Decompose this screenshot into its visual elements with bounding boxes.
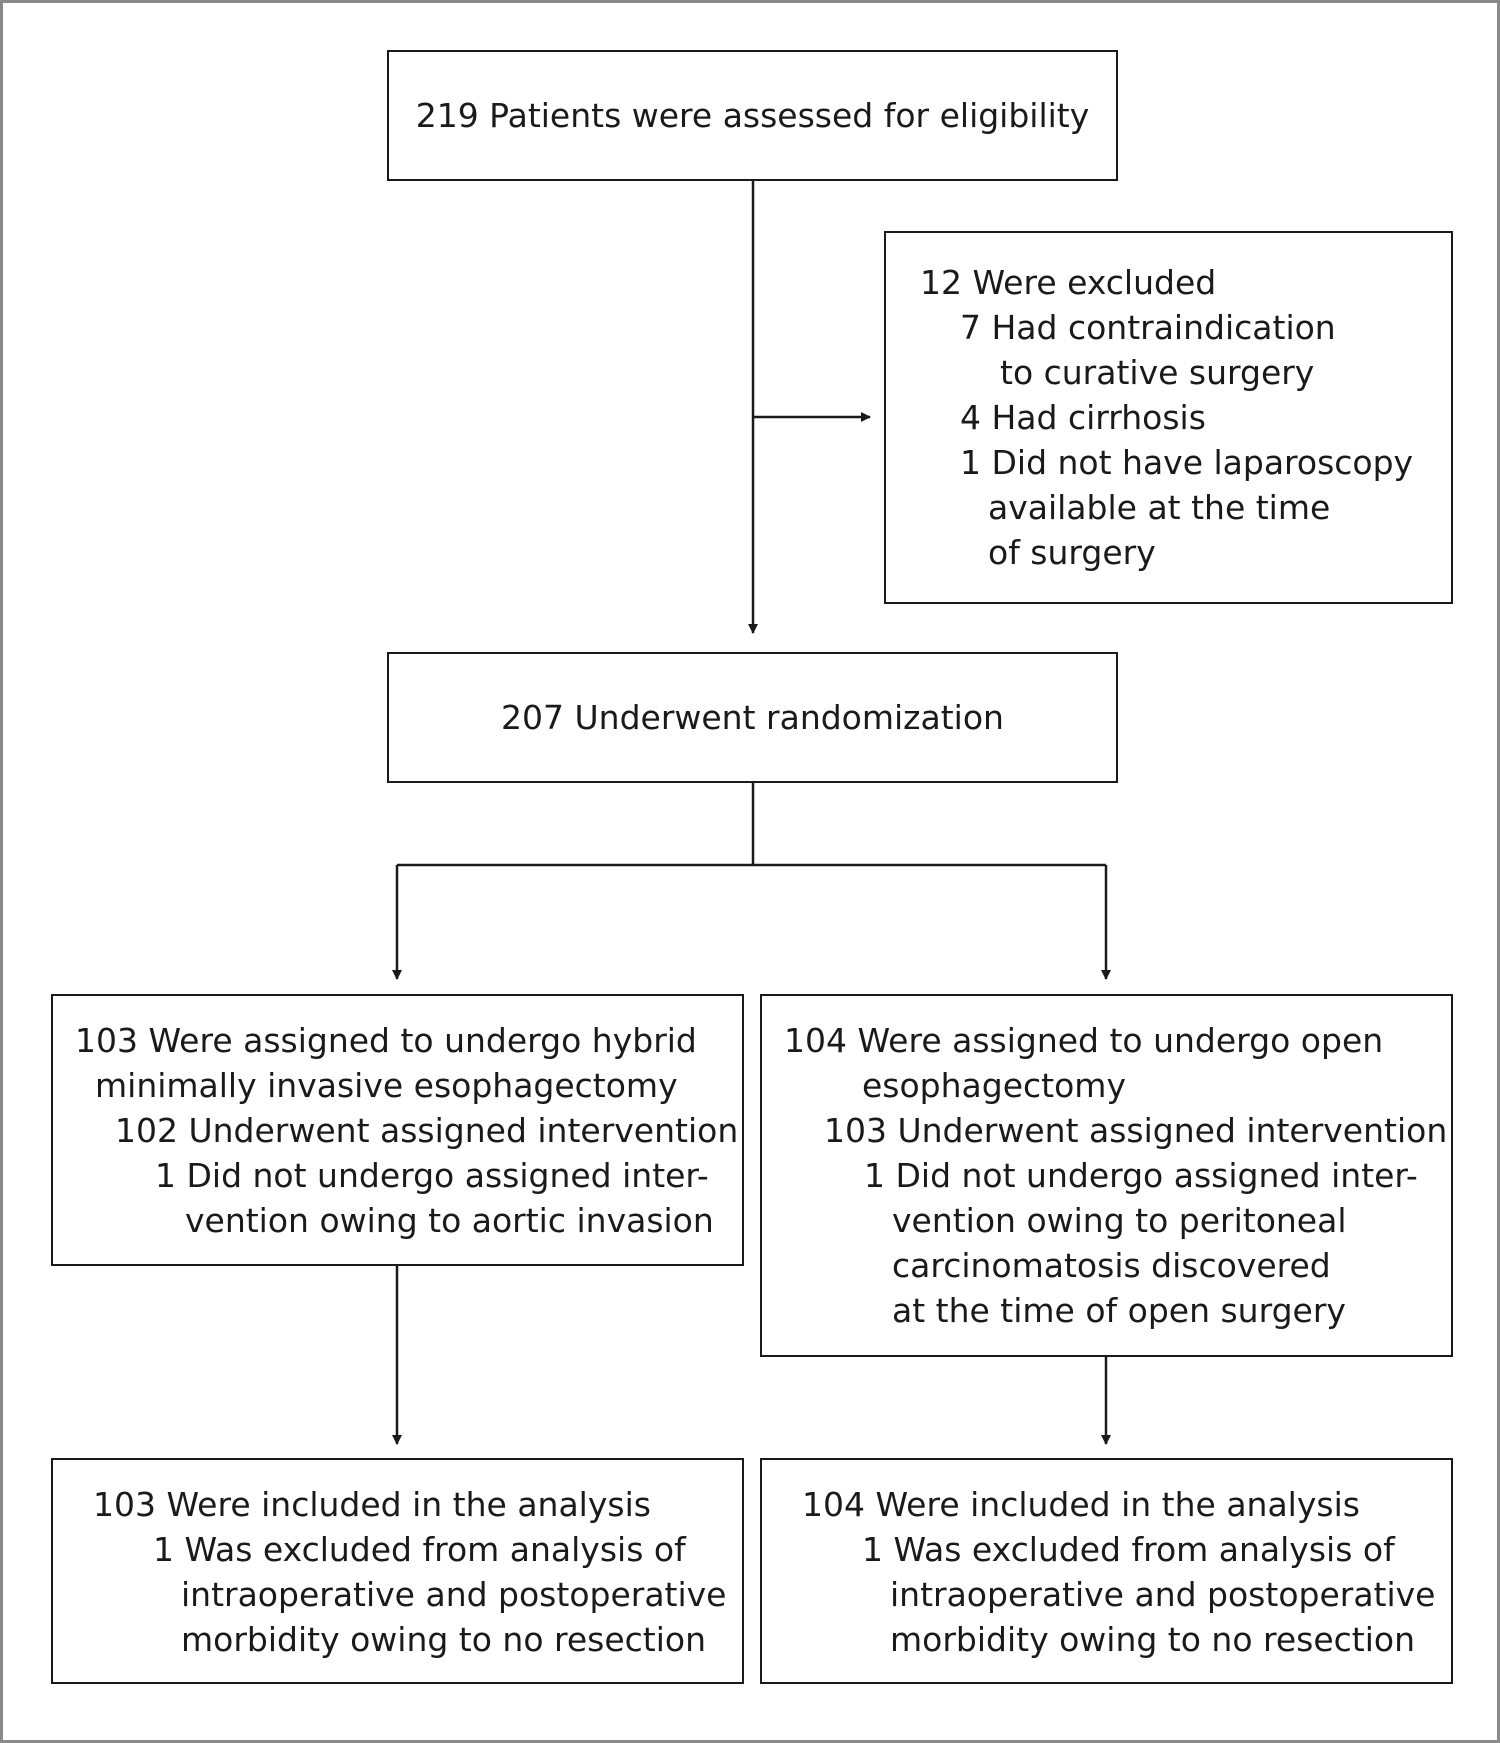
hybrid-assigned-box: 103 Were assigned to undergo hybrid mini… (51, 994, 744, 1266)
open-assigned-box: 104 Were assigned to undergo open esopha… (760, 994, 1453, 1357)
open-analysis-line: 104 Were included in the analysis (802, 1485, 1360, 1524)
open-analysis-line: intraoperative and postoperative (890, 1575, 1436, 1614)
open-assigned-line: vention owing to peritoneal (892, 1201, 1347, 1240)
hybrid-assigned-line: minimally invasive esophagectomy (95, 1066, 678, 1105)
excluded-reason: available at the time (988, 488, 1331, 527)
open-assigned-line: 104 Were assigned to undergo open (784, 1021, 1384, 1060)
hybrid-analysis-line: intraoperative and postoperative (181, 1575, 727, 1614)
excluded-heading: 12 Were excluded (920, 263, 1217, 302)
hybrid-analysis-line: 1 Was excluded from analysis of (153, 1530, 686, 1569)
open-assigned-line: esophagectomy (862, 1066, 1126, 1105)
excluded-reason: of surgery (988, 533, 1156, 572)
excluded-reason: 4 Had cirrhosis (960, 398, 1206, 437)
hybrid-analysis-line: morbidity owing to no resection (181, 1620, 707, 1659)
hybrid-assigned-line: 102 Underwent assigned intervention (115, 1111, 739, 1150)
assessed-box: 219 Patients were assessed for eligibili… (387, 50, 1118, 181)
randomized-text: 207 Underwent randomization (501, 698, 1004, 737)
hybrid-assigned-line: 1 Did not undergo assigned inter- (155, 1156, 709, 1195)
hybrid-analysis-box: 103 Were included in the analysis 1 Was … (51, 1458, 744, 1684)
excluded-reason: 1 Did not have laparoscopy (960, 443, 1414, 482)
open-analysis-box: 104 Were included in the analysis 1 Was … (760, 1458, 1453, 1684)
line-randomized-split (397, 783, 1106, 867)
open-assigned-line: carcinomatosis discovered (892, 1246, 1331, 1285)
open-assigned-line: 1 Did not undergo assigned inter- (864, 1156, 1418, 1195)
connector-lines (392, 181, 1111, 1445)
excluded-box: 12 Were excluded 7 Had contraindication … (884, 231, 1453, 604)
excluded-reason: 7 Had contraindication (960, 308, 1336, 347)
hybrid-assigned-line: 103 Were assigned to undergo hybrid (75, 1021, 697, 1060)
hybrid-assigned-line: vention owing to aortic invasion (185, 1201, 714, 1240)
randomized-box: 207 Underwent randomization (387, 652, 1118, 783)
assessed-text: 219 Patients were assessed for eligibili… (415, 96, 1090, 135)
excluded-reason: to curative surgery (1000, 353, 1315, 392)
open-assigned-line: 103 Underwent assigned intervention (824, 1111, 1448, 1150)
hybrid-analysis-line: 103 Were included in the analysis (93, 1485, 651, 1524)
open-analysis-line: morbidity owing to no resection (890, 1620, 1416, 1659)
open-analysis-line: 1 Was excluded from analysis of (862, 1530, 1395, 1569)
open-assigned-line: at the time of open surgery (892, 1291, 1346, 1330)
